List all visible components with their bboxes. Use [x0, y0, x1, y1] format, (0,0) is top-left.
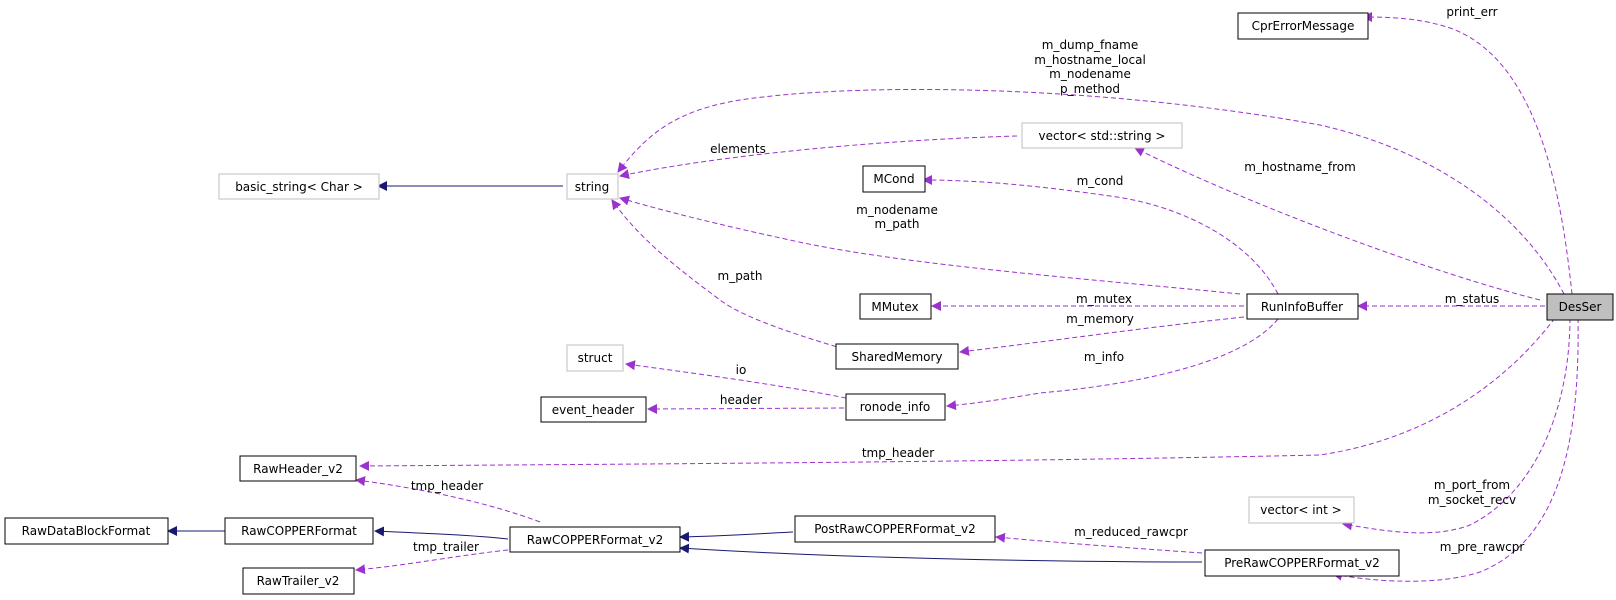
edge-run-info-buffer-to-shared-memory — [959, 316, 1245, 356]
edge-label-m-info: m_info — [1084, 350, 1124, 364]
node-basic-string: basic_string< Char > — [218, 173, 380, 200]
edge-pre-raw-to-post-raw — [995, 532, 1203, 554]
edge-label-tmp-header-desser: tmp_header — [862, 446, 934, 460]
node-label: CprErrorMessage — [1252, 19, 1355, 33]
node-label: basic_string< Char > — [235, 180, 363, 194]
edge-desser-to-string — [617, 88, 1565, 295]
node-mmutex[interactable]: MMutex — [859, 293, 932, 320]
node-label: ronode_info — [860, 400, 930, 414]
node-struct: struct — [566, 344, 624, 372]
node-label: vector< std::string > — [1039, 129, 1166, 143]
edge-vector-string-to-string — [619, 135, 1018, 180]
edge-raw-copper-v2-to-raw-copper — [374, 526, 509, 540]
node-label: MCond — [873, 172, 914, 186]
edge-label-elements: elements — [710, 142, 766, 156]
node-shared-memory[interactable]: SharedMemory — [835, 343, 959, 370]
edge-label-m-path: m_path — [718, 269, 763, 283]
edge-raw-copper-v2-to-raw-header — [355, 476, 541, 523]
node-raw-copper-format[interactable]: RawCOPPERFormat — [224, 517, 374, 545]
node-label: SharedMemory — [851, 350, 942, 364]
edge-label-m-hostname-from: m_hostname_from — [1244, 160, 1356, 174]
node-vector-int: vector< int > — [1248, 496, 1355, 524]
node-raw-copper-format-v2[interactable]: RawCOPPERFormat_v2 — [509, 526, 681, 553]
edge-raw-copper-v2-to-raw-trailer — [355, 549, 509, 575]
node-mcond[interactable]: MCond — [862, 165, 926, 193]
edge-label-m-cond: m_cond — [1077, 174, 1124, 188]
node-label: PostRawCOPPERFormat_v2 — [814, 522, 976, 536]
edge-run-info-buffer-to-mcond — [922, 175, 1279, 295]
edge-desser-to-vector-string — [1134, 147, 1541, 301]
edge-label-tmp-trailer: tmp_trailer — [413, 540, 479, 554]
edge-run-info-buffer-to-ronode-info — [946, 318, 1279, 411]
node-label: RawTrailer_v2 — [257, 574, 340, 588]
edge-ronode-info-to-event-header — [647, 403, 845, 414]
edge-label-string-members: m_nodename — [1049, 67, 1131, 81]
edge-desser-to-pre-raw — [1332, 317, 1579, 582]
node-label: RawHeader_v2 — [253, 462, 343, 476]
node-post-raw-copper-format-v2[interactable]: PostRawCOPPERFormat_v2 — [794, 515, 996, 543]
edge-desser-to-raw-header — [359, 317, 1556, 471]
node-vector-string: vector< std::string > — [1021, 122, 1183, 149]
node-run-info-buffer[interactable]: RunInfoBuffer — [1246, 293, 1359, 320]
edge-label-string-members: m_dump_fname — [1042, 38, 1138, 52]
node-label: vector< int > — [1260, 503, 1341, 517]
edge-label-m-reduced-rawcpr: m_reduced_rawcpr — [1074, 525, 1188, 539]
edge-labels: print_err m_dump_fname m_hostname_local … — [411, 5, 1525, 554]
edge-desser-to-vector-int — [1342, 317, 1571, 534]
node-desser[interactable]: DesSer — [1546, 293, 1614, 321]
node-raw-data-block-format[interactable]: RawDataBlockFormat — [4, 517, 169, 545]
node-label: RawCOPPERFormat_v2 — [527, 533, 663, 547]
edge-desser-to-cpr-error-message — [1362, 12, 1573, 295]
edge-label-header: header — [720, 393, 762, 407]
node-label: PreRawCOPPERFormat_v2 — [1224, 556, 1380, 570]
node-string: string — [566, 173, 619, 200]
node-label: RunInfoBuffer — [1261, 300, 1343, 314]
edge-label-rib-string: m_path — [875, 217, 920, 231]
edge-label-tmp-header-v2: tmp_header — [411, 479, 483, 493]
edge-run-info-buffer-to-string — [619, 195, 1241, 295]
node-label: RawCOPPERFormat — [241, 524, 357, 538]
edge-label-m-status: m_status — [1445, 292, 1500, 306]
node-pre-raw-copper-format-v2[interactable]: PreRawCOPPERFormat_v2 — [1204, 549, 1400, 577]
node-label: MMutex — [871, 300, 918, 314]
edge-label-port-socket: m_port_from — [1434, 478, 1510, 492]
node-label: RawDataBlockFormat — [22, 524, 151, 538]
node-event-header[interactable]: event_header — [540, 396, 647, 423]
edge-pre-raw-to-raw-copper-v2 — [679, 543, 1203, 563]
node-cpr-error-message[interactable]: CprErrorMessage — [1237, 12, 1369, 40]
edge-label-rib-string: m_nodename — [856, 203, 938, 217]
edge-label-string-members: p_method — [1060, 82, 1120, 96]
node-label: struct — [578, 351, 613, 365]
edge-shared-memory-to-string — [611, 199, 845, 350]
node-label: DesSer — [1559, 300, 1602, 314]
edge-label-io: io — [736, 363, 747, 377]
edge-label-m-memory: m_memory — [1066, 312, 1134, 326]
edge-label-port-socket: m_socket_recv — [1428, 493, 1516, 507]
node-label: event_header — [552, 403, 635, 417]
edge-label-m-pre-rawcpr: m_pre_rawcpr — [1440, 540, 1525, 554]
edge-label-m-mutex: m_mutex — [1076, 292, 1132, 306]
edges — [167, 12, 1579, 582]
node-ronode-info[interactable]: ronode_info — [845, 393, 946, 421]
edge-ronode-info-to-struct — [625, 360, 847, 399]
edge-label-print-err: print_err — [1446, 5, 1497, 19]
nodes: CprErrorMessage vector< std::string > st… — [4, 12, 1614, 595]
edge-label-string-members: m_hostname_local — [1034, 53, 1146, 67]
node-raw-header-v2[interactable]: RawHeader_v2 — [239, 455, 357, 482]
node-raw-trailer-v2[interactable]: RawTrailer_v2 — [242, 567, 355, 595]
edge-post-raw-to-raw-copper-v2 — [679, 531, 794, 542]
node-label: string — [575, 180, 609, 194]
